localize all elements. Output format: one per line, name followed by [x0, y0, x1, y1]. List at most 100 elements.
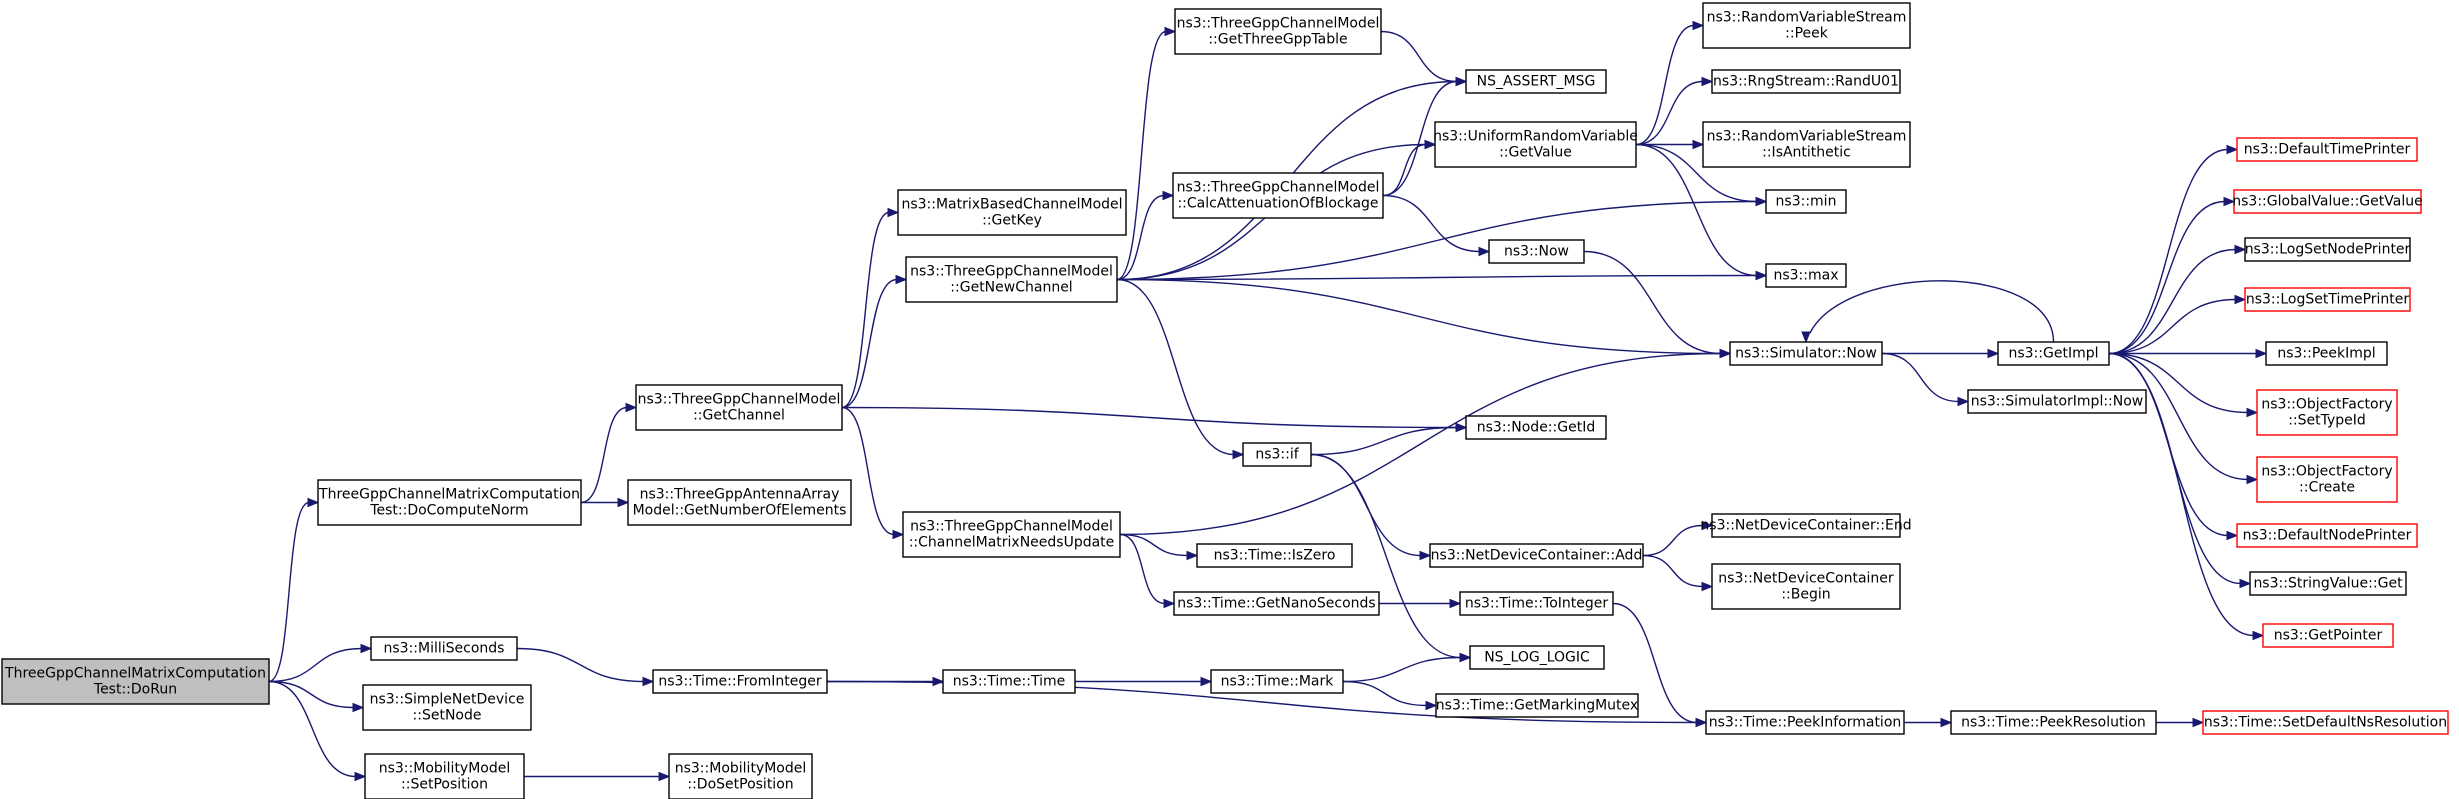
node-box: [2265, 341, 2388, 366]
node-label: ns3::Time::PeekInformation: [1709, 715, 1902, 731]
graph-node-deftimeprinter[interactable]: ns3::DefaultTimePrinter: [2236, 137, 2418, 162]
graph-edge: [1635, 143, 1768, 207]
graph-node-simimplnow[interactable]: ns3::SimulatorImpl::Now: [1967, 389, 2147, 414]
node-box: [1711, 69, 1901, 94]
graph-node-tointeger[interactable]: ns3::Time::ToInteger: [1459, 591, 1614, 616]
node-label: NS_ASSERT_MSG: [1477, 74, 1596, 90]
node-box: [2256, 456, 2398, 503]
node-box: [1435, 693, 1639, 718]
graph-node-getimpl[interactable]: ns3::GetImpl: [1997, 341, 2110, 366]
node-label: ::Create: [2299, 480, 2355, 496]
node-label: ThreeGppChannelMatrixComputation: [318, 487, 580, 503]
node-box: [902, 511, 1121, 558]
graph-node-svget[interactable]: ns3::StringValue::Get: [2249, 571, 2407, 596]
node-label: ns3::ThreeGppChannelModel: [638, 392, 841, 408]
graph-edge: [1382, 76, 1468, 197]
graph-node-getnanos[interactable]: ns3::Time::GetNanoSeconds: [1173, 591, 1380, 616]
node-box: [1729, 341, 1883, 366]
graph-node-millis[interactable]: ns3::MilliSeconds: [370, 636, 518, 661]
graph-node-peek[interactable]: ns3::RandomVariableStream::Peek: [1702, 2, 1911, 49]
graph-edge: [1310, 422, 1468, 456]
graph-node-getmarkingmutex[interactable]: ns3::Time::GetMarkingMutex: [1435, 693, 1639, 718]
graph-node-getnewchannel[interactable]: ns3::ThreeGppChannelModel::GetNewChannel: [905, 256, 1118, 303]
graph-node-urvgetvalue[interactable]: ns3::UniformRandomVariable::GetValue: [1433, 121, 1638, 168]
node-box: [1429, 543, 1644, 568]
graph-node-root[interactable]: ThreeGppChannelMatrixComputationTest::Do…: [1, 658, 270, 705]
graph-node-max[interactable]: ns3::max: [1765, 263, 1847, 288]
graph-edge: [2108, 352, 2259, 418]
graph-node-dosetposition[interactable]: ns3::MobilityModel::DoSetPosition: [668, 753, 813, 799]
node-box: [2244, 287, 2411, 312]
node-box: [2236, 523, 2418, 548]
node-label: ns3::GetPointer: [2274, 628, 2383, 644]
node-label: ns3::GlobalValue::GetValue: [2232, 194, 2422, 210]
node-label: ns3::Node::GetId: [1477, 420, 1595, 436]
node-label: ns3::GetImpl: [2008, 346, 2098, 362]
graph-node-getnumelements[interactable]: ns3::ThreeGppAntennaArrayModel::GetNumbe…: [627, 479, 852, 526]
node-label: ns3::MobilityModel: [675, 761, 807, 777]
graph-edge: [1116, 270, 1768, 281]
graph-node-simnow[interactable]: ns3::Simulator::Now: [1729, 341, 1883, 366]
node-label: ns3::NetDeviceContainer: [1718, 571, 1894, 587]
node-box: [1172, 172, 1384, 219]
node-box: [1174, 8, 1382, 55]
node-label: Test::DoComputeNorm: [369, 503, 528, 519]
node-label: ::ChannelMatrixNeedsUpdate: [909, 535, 1115, 551]
node-box: [2249, 571, 2407, 596]
node-label: ns3::StringValue::Get: [2253, 576, 2403, 592]
graph-node-calcatten[interactable]: ns3::ThreeGppChannelModel::CalcAttenuati…: [1172, 172, 1384, 219]
graph-node-randu01[interactable]: ns3::RngStream::RandU01: [1711, 69, 1901, 94]
node-box: [1711, 563, 1901, 610]
graph-node-ofsettypeid[interactable]: ns3::ObjectFactory::SetTypeId: [2256, 389, 2398, 436]
node-box: [1702, 121, 1911, 168]
node-box: [2262, 623, 2394, 648]
graph-node-ndcend[interactable]: ns3::NetDeviceContainer::End: [1700, 513, 1912, 538]
node-box: [1465, 415, 1607, 440]
graph-node-setdefres[interactable]: ns3::Time::SetDefaultNsResolution: [2202, 710, 2449, 735]
graph-node-if[interactable]: ns3::if: [1242, 442, 1312, 467]
graph-node-logsettimeprinter[interactable]: ns3::LogSetTimePrinter: [2244, 287, 2411, 312]
graph-node-ofcreate[interactable]: ns3::ObjectFactory::Create: [2256, 456, 2398, 503]
graph-node-logsetnodeprinter[interactable]: ns3::LogSetNodePrinter: [2244, 237, 2411, 262]
graph-node-min[interactable]: ns3::min: [1765, 189, 1847, 214]
graph-node-defnodeprinter[interactable]: ns3::DefaultNodePrinter: [2236, 523, 2418, 548]
graph-node-getkey[interactable]: ns3::MatrixBasedChannelModel::GetKey: [897, 189, 1127, 236]
node-box: [2236, 137, 2418, 162]
graph-node-peekres[interactable]: ns3::Time::PeekResolution: [1950, 710, 2157, 735]
graph-node-getpointer[interactable]: ns3::GetPointer: [2262, 623, 2394, 648]
graph-edge: [1382, 139, 1437, 197]
graph-node-setposition[interactable]: ns3::MobilityModel::SetPosition: [364, 753, 525, 799]
node-label: ns3::DefaultNodePrinter: [2243, 528, 2412, 544]
node-label: ns3::max: [1773, 268, 1838, 284]
graph-node-gvgetvalue[interactable]: ns3::GlobalValue::GetValue: [2232, 189, 2423, 214]
graph-node-needsupdate[interactable]: ns3::ThreeGppChannelModel::ChannelMatrix…: [902, 511, 1121, 558]
graph-edge: [1116, 278, 1732, 359]
node-label: ns3::MilliSeconds: [384, 641, 505, 657]
graph-node-ndcbegin[interactable]: ns3::NetDeviceContainer::Begin: [1711, 563, 1901, 610]
graph-node-assertmsg[interactable]: NS_ASSERT_MSG: [1465, 69, 1607, 94]
graph-node-timetime[interactable]: ns3::Time::Time: [942, 669, 1076, 694]
node-label: ns3::Time::Time: [953, 674, 1065, 690]
graph-node-peekinfo[interactable]: ns3::Time::PeekInformation: [1705, 710, 1905, 735]
node-box: [1765, 189, 1847, 214]
graph-node-isantithetic[interactable]: ns3::RandomVariableStream::IsAntithetic: [1702, 121, 1911, 168]
graph-node-ndcadd[interactable]: ns3::NetDeviceContainer::Add: [1429, 543, 1644, 568]
node-box: [1210, 669, 1344, 694]
node-label: ns3::ThreeGppChannelModel: [910, 264, 1113, 280]
graph-node-getchannel[interactable]: ns3::ThreeGppChannelModel::GetChannel: [635, 384, 843, 431]
graph-node-mark[interactable]: ns3::Time::Mark: [1210, 669, 1344, 694]
node-label: ns3::ThreeGppChannelModel: [1177, 16, 1380, 32]
graph-edge: [1119, 533, 1199, 561]
graph-node-getthreegpptable[interactable]: ns3::ThreeGppChannelModel::GetThreeGppTa…: [1174, 8, 1382, 55]
graph-node-fromint[interactable]: ns3::Time::FromInteger: [652, 669, 828, 694]
graph-node-iszero[interactable]: ns3::Time::IsZero: [1196, 543, 1353, 568]
node-label: ns3::NetDeviceContainer::Add: [1431, 548, 1643, 564]
graph-node-loglogic[interactable]: NS_LOG_LOGIC: [1469, 645, 1605, 670]
graph-edge: [1116, 278, 1245, 460]
node-box: [2202, 710, 2449, 735]
graph-node-docomputenorm[interactable]: ThreeGppChannelMatrixComputationTest::Do…: [317, 479, 582, 526]
graph-node-peekimpl[interactable]: ns3::PeekImpl: [2265, 341, 2388, 366]
graph-node-nodegetid[interactable]: ns3::Node::GetId: [1465, 415, 1607, 440]
graph-node-now[interactable]: ns3::Now: [1488, 239, 1585, 264]
graph-node-setnode[interactable]: ns3::SimpleNetDevice::SetNode: [362, 684, 532, 731]
